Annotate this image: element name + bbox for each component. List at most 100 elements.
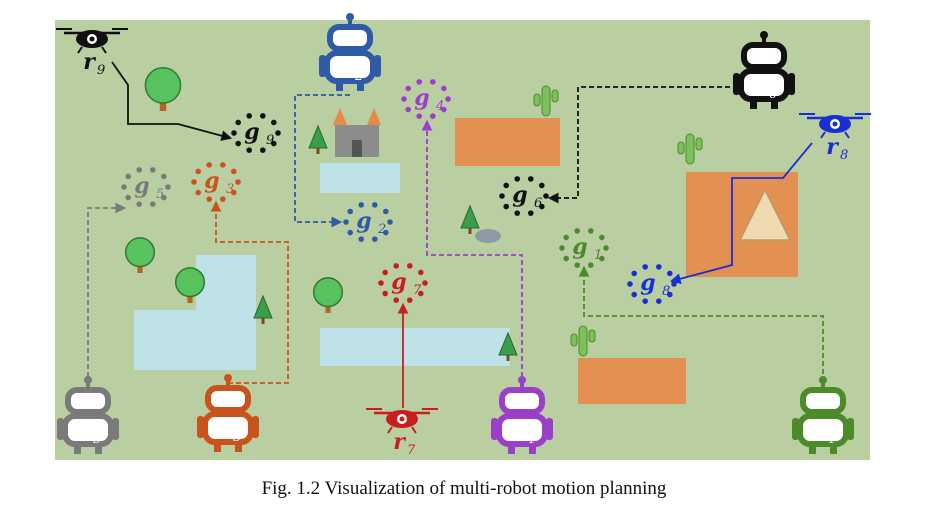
pyramid-icon bbox=[738, 188, 792, 241]
path-r5-to-g5 bbox=[87, 202, 127, 385]
tree-icon bbox=[144, 67, 182, 111]
goal-label: g bbox=[356, 208, 371, 234]
goal-dot bbox=[514, 176, 521, 182]
path-r9-to-g9 bbox=[111, 61, 233, 141]
goal-dot bbox=[206, 162, 213, 168]
pine-tree-icon bbox=[253, 294, 273, 324]
ground-robot-icon bbox=[57, 376, 119, 454]
pine-tree-icon bbox=[498, 331, 518, 361]
water-pool bbox=[320, 163, 400, 193]
robot-label: r bbox=[826, 134, 839, 160]
goal-dot bbox=[235, 119, 242, 126]
goal-dot bbox=[417, 269, 424, 276]
water-pool bbox=[320, 328, 510, 366]
path-r1-to-g1 bbox=[578, 265, 824, 390]
goal-dot bbox=[631, 291, 638, 298]
goal-dot bbox=[219, 162, 226, 168]
cactus-icon bbox=[677, 133, 703, 165]
goal-dot bbox=[574, 228, 581, 234]
goal-dot bbox=[230, 189, 237, 196]
goal-dot bbox=[538, 182, 545, 189]
goal-dot bbox=[563, 234, 570, 241]
pine-tree-icon bbox=[460, 204, 480, 234]
goal-dot bbox=[440, 106, 447, 113]
goal-dot bbox=[563, 255, 570, 262]
goal-dot bbox=[406, 297, 413, 303]
goal-dot bbox=[393, 263, 400, 269]
robot-label: r bbox=[393, 429, 406, 455]
cactus-icon bbox=[533, 85, 559, 117]
robot-subscript: 1 bbox=[828, 432, 836, 447]
paths-layer bbox=[87, 61, 824, 408]
goal-dot bbox=[401, 96, 407, 102]
goal-subscript: 3 bbox=[226, 182, 234, 197]
goal-dot bbox=[429, 113, 436, 119]
ground-robot-icon bbox=[792, 376, 854, 454]
robot-subscript: 4 bbox=[526, 432, 535, 447]
goal-dot bbox=[259, 147, 266, 153]
goal-dot bbox=[275, 130, 281, 136]
goal-label: g bbox=[134, 173, 149, 199]
goal-dot bbox=[440, 85, 447, 92]
goal-subscript: 5 bbox=[156, 187, 164, 202]
goal-dot bbox=[378, 280, 384, 286]
goal-dot bbox=[382, 290, 389, 297]
goal-subscript: 8 bbox=[662, 284, 670, 299]
goal-dot bbox=[347, 229, 354, 236]
robot-subscript: 3 bbox=[233, 430, 241, 445]
goal-label: g bbox=[512, 182, 527, 208]
goal-dot bbox=[559, 245, 565, 251]
goal-dot bbox=[230, 168, 237, 175]
robot-label: r bbox=[341, 55, 354, 81]
terrain-layer bbox=[124, 67, 798, 404]
goal-dot bbox=[514, 210, 521, 216]
drone-icon bbox=[799, 113, 871, 139]
drone-icon bbox=[56, 28, 128, 54]
goal-label: g bbox=[204, 168, 219, 194]
goal-dot bbox=[429, 79, 436, 85]
robot-label: r bbox=[83, 49, 96, 75]
goal-dot bbox=[246, 147, 253, 153]
robot-subscript: 2 bbox=[354, 69, 363, 84]
goal-dot bbox=[371, 236, 378, 242]
figure-caption: Fig. 1.2 Visualization of multi-robot mo… bbox=[261, 478, 667, 499]
goal-dot bbox=[343, 219, 349, 225]
goal-dot bbox=[246, 113, 253, 119]
goal-dot bbox=[406, 263, 413, 269]
goal-dot bbox=[382, 269, 389, 276]
goal-dot bbox=[642, 298, 649, 304]
goal-dot bbox=[598, 255, 605, 262]
goal-subscript: 7 bbox=[413, 283, 422, 298]
goal-dot bbox=[671, 281, 677, 287]
goal-dot bbox=[125, 194, 132, 201]
goal-dot bbox=[387, 219, 393, 225]
goal-dot bbox=[136, 201, 143, 207]
robot-label: r bbox=[755, 73, 768, 99]
goal-subscript: 6 bbox=[534, 196, 542, 211]
tree-icon bbox=[312, 277, 344, 313]
goal-dot bbox=[422, 280, 428, 286]
sand-patch bbox=[578, 358, 686, 404]
path-r2-to-g2 bbox=[294, 94, 350, 228]
goal-dot bbox=[270, 140, 277, 147]
robot-label: r bbox=[79, 418, 92, 444]
path-r4-to-g4 bbox=[421, 119, 523, 385]
rock-icon bbox=[475, 229, 501, 243]
goal-subscript: 9 bbox=[266, 133, 274, 148]
goal-dot bbox=[393, 297, 400, 303]
robot-label: r bbox=[513, 418, 526, 444]
goal-dot bbox=[160, 194, 167, 201]
goal-dot bbox=[206, 196, 213, 202]
ground-robot-icon bbox=[733, 31, 795, 109]
